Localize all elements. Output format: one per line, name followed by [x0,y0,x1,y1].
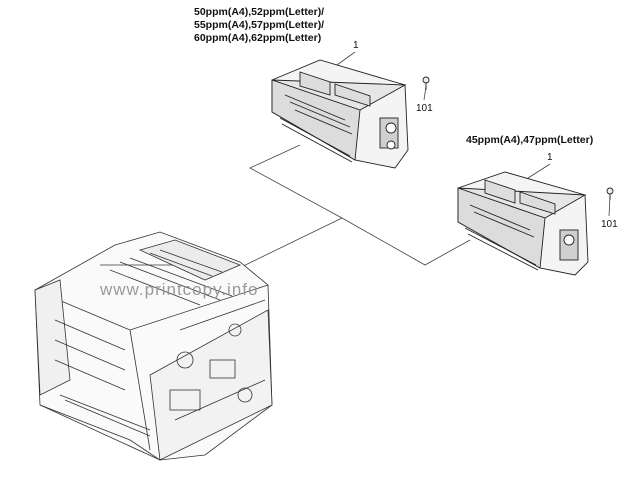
leader-callout-1-lower [524,163,551,181]
callout-part-lower: 1 [547,152,553,163]
callout-screw-upper: 101 [416,103,433,114]
screw-icon-upper [422,76,430,90]
leader-frame [234,217,343,271]
spec-label-lower: 45ppm(A4),47ppm(Letter) [466,134,594,146]
fuser-unit-upper [271,59,409,169]
spec-line-2: 55ppm(A4),57ppm(Letter)/ [194,19,325,31]
leader-lower-fuser [341,217,471,266]
leader-upper-fuser [249,144,343,219]
main-frame-chassis [34,231,273,461]
spec-label-upper: 50ppm(A4),52ppm(Letter)/ 55ppm(A4),57ppm… [194,6,364,45]
callout-part-upper: 1 [353,40,359,51]
watermark-text: www.printcopy.info [100,280,259,299]
spec-line-1: 50ppm(A4),52ppm(Letter)/ [194,6,325,18]
fuser-unit-lower [457,171,589,276]
screw-icon-lower [606,187,614,200]
callout-screw-lower: 101 [601,219,618,230]
leader-lines [234,51,611,271]
spec-line-3: 60ppm(A4),62ppm(Letter) [194,32,322,44]
